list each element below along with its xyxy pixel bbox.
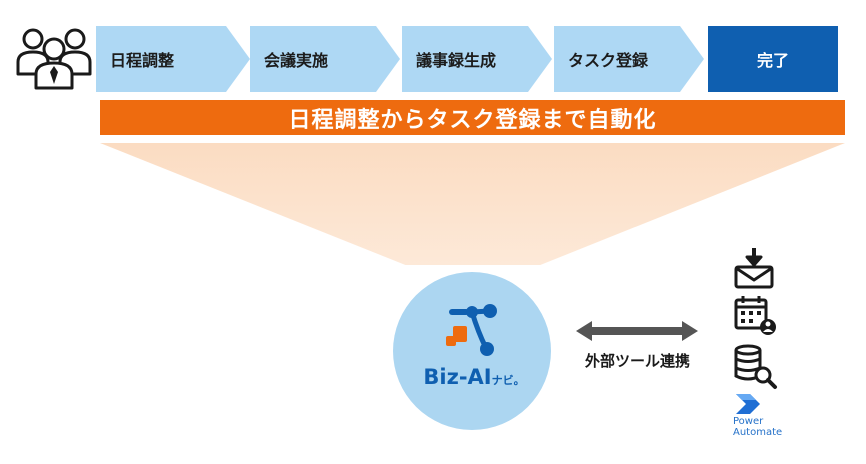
step-label: 会議実施 <box>264 51 329 70</box>
step-label: 日程調整 <box>110 51 175 70</box>
product-circle <box>393 272 551 430</box>
step-schedule-adjustment: 日程調整 <box>96 26 250 92</box>
power-automate-label-line2: Automate <box>733 427 783 438</box>
banner-text: 日程調整からタスク登録まで自動化 <box>288 107 657 133</box>
database-search-icon <box>734 344 777 389</box>
bidirectional-arrow-icon <box>576 321 698 341</box>
power-automate-label: Power Automate <box>733 416 797 438</box>
power-automate-label-line1: Power <box>733 416 764 427</box>
automation-banner: 日程調整からタスク登録まで自動化 <box>100 100 845 135</box>
mail-download-icon <box>734 248 774 289</box>
users-group-icon <box>16 28 92 90</box>
product-name: Biz-AIナビ。 <box>412 365 536 389</box>
bizai-logo-icon <box>446 304 497 356</box>
step-label: 議事録生成 <box>416 51 497 70</box>
step-minutes-generation: 議事録生成 <box>402 26 552 92</box>
step-task-registration: タスク登録 <box>554 26 704 92</box>
product-name-suffix: ナビ。 <box>491 374 525 387</box>
step-label: タスク登録 <box>568 51 649 70</box>
step-label: 完了 <box>756 51 789 70</box>
integration-label: 外部ツール連携 <box>584 352 690 370</box>
calendar-user-icon <box>734 296 776 335</box>
step-meeting: 会議実施 <box>250 26 400 92</box>
product-name-main: Biz-AI <box>423 365 492 389</box>
step-complete: 完了 <box>708 26 838 92</box>
power-automate-icon <box>736 394 760 414</box>
